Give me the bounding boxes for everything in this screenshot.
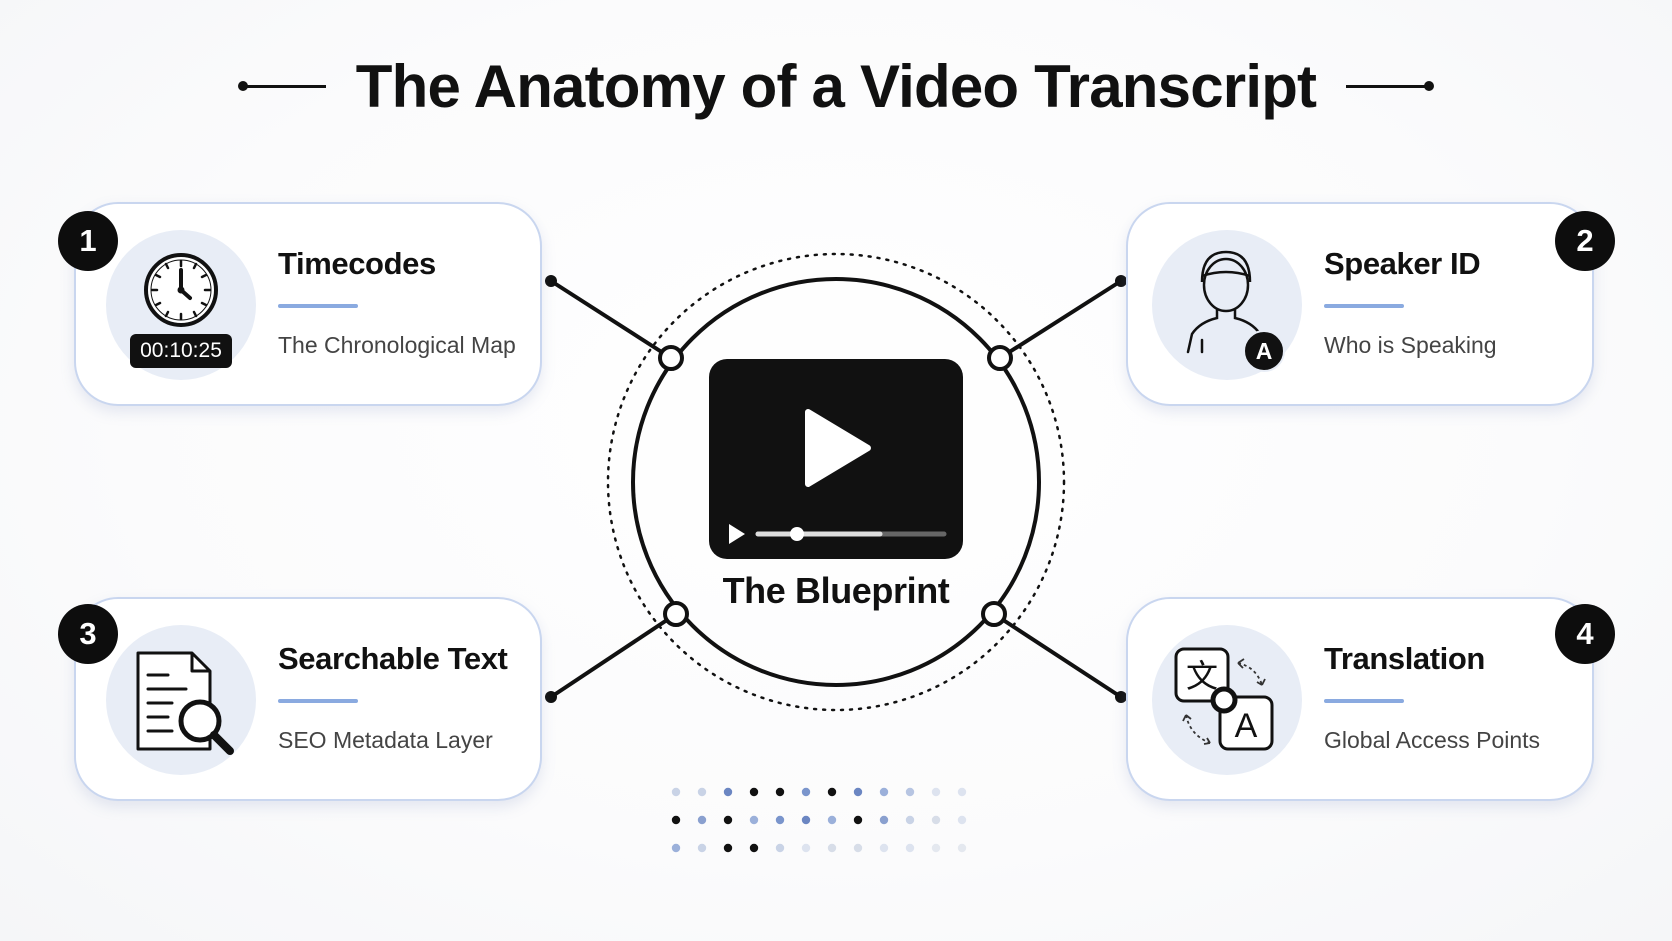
- decorative-dot: [905, 815, 915, 825]
- step-badge-2: 2: [1555, 211, 1615, 271]
- decorative-dot: [957, 815, 967, 825]
- title-rule-right: [1346, 81, 1435, 91]
- decorative-dot: [905, 843, 915, 853]
- hub-ring: [631, 277, 1041, 687]
- decorative-dot: [879, 787, 889, 797]
- card-searchable-text: Searchable Text SEO Metadata Layer: [74, 597, 542, 801]
- card-title-speaker-id: Speaker ID: [1324, 246, 1481, 281]
- title-row: The Anatomy of a Video Transcript: [0, 46, 1672, 126]
- translate-source-glyph: 文: [1186, 657, 1218, 695]
- connector-end-4: [1115, 691, 1127, 703]
- step-badge-3: 3: [58, 604, 118, 664]
- decorative-dot: [853, 843, 863, 853]
- decorative-dot: [827, 815, 837, 825]
- searchable-icon-circle: [106, 625, 256, 775]
- decorative-dot: [879, 815, 889, 825]
- video-player-icon: [709, 359, 963, 559]
- card-accent-bar: [1324, 699, 1404, 703]
- card-title-searchable-text: Searchable Text: [278, 641, 508, 676]
- decorative-dot: [957, 843, 967, 853]
- card-title-timecodes: Timecodes: [278, 246, 436, 281]
- decorative-dot: [749, 787, 759, 797]
- decorative-dot: [749, 843, 759, 853]
- translate-target-glyph: A: [1235, 707, 1258, 745]
- decorative-dot: [671, 787, 681, 797]
- card-accent-bar: [278, 304, 358, 308]
- hub-node-3: [663, 601, 689, 627]
- step-badge-4: 4: [1555, 604, 1615, 664]
- decorative-dot: [697, 843, 707, 853]
- card-timecodes: 00:10:25 Timecodes The Chronological Map: [74, 202, 542, 406]
- connector-end-2: [1115, 275, 1127, 287]
- card-title-translation: Translation: [1324, 641, 1485, 676]
- decorative-dot: [671, 815, 681, 825]
- card-subtitle-translation: Global Access Points: [1324, 727, 1541, 753]
- timecodes-icon-circle: 00:10:25: [106, 230, 256, 380]
- decorative-dot: [931, 787, 941, 797]
- decorative-dot: [775, 843, 785, 853]
- decorative-dot: [697, 815, 707, 825]
- decorative-dot: [853, 787, 863, 797]
- title-rule-left: [237, 81, 326, 91]
- connector-line-3: [549, 612, 678, 699]
- speaker-icon-circle: A: [1152, 230, 1302, 380]
- card-subtitle-speaker-id: Who is Speaking: [1324, 332, 1497, 358]
- page-title: The Anatomy of a Video Transcript: [355, 52, 1317, 120]
- decorative-dot: [827, 787, 837, 797]
- connector-line-2: [998, 279, 1123, 360]
- connector-end-3: [545, 691, 557, 703]
- decorative-dot: [749, 815, 759, 825]
- decorative-dot: [905, 787, 915, 797]
- clock-icon: [144, 253, 218, 327]
- decorative-dot: [723, 843, 733, 853]
- connector-line-1: [549, 279, 673, 360]
- card-subtitle-searchable-text: SEO Metadata Layer: [278, 727, 493, 753]
- document-search-icon: [136, 651, 234, 755]
- card-subtitle-timecodes: The Chronological Map: [278, 332, 516, 358]
- decorative-dot: [801, 843, 811, 853]
- timecode-readout: 00:10:25: [130, 334, 232, 368]
- decorative-dot: [931, 843, 941, 853]
- outer-dotted-ring: [606, 252, 1066, 712]
- decorative-dot: [879, 843, 889, 853]
- decorative-dot: [697, 787, 707, 797]
- decorative-dot: [801, 815, 811, 825]
- connector-line-4: [992, 612, 1123, 699]
- connector-end-1: [545, 275, 557, 287]
- decorative-dot: [775, 815, 785, 825]
- decorative-dot: [671, 843, 681, 853]
- card-accent-bar: [278, 699, 358, 703]
- decorative-dot: [775, 787, 785, 797]
- decorative-dot: [723, 815, 733, 825]
- step-badge-1: 1: [58, 211, 118, 271]
- hub-node-1: [658, 345, 684, 371]
- translate-icon: 文 A: [1174, 647, 1274, 751]
- card-accent-bar: [1324, 304, 1404, 308]
- decorative-dot-grid: [671, 787, 967, 853]
- translation-icon-circle: 文 A: [1152, 625, 1302, 775]
- decorative-dot: [957, 787, 967, 797]
- decorative-dot: [853, 815, 863, 825]
- hub-label: The Blueprint: [722, 570, 950, 611]
- decorative-dot: [801, 787, 811, 797]
- person-icon: [1186, 250, 1264, 354]
- card-translation: 文 A Translation Global Access Points: [1126, 597, 1594, 801]
- hub-node-4: [981, 601, 1007, 627]
- decorative-dot: [931, 815, 941, 825]
- card-speaker-id: A Speaker ID Who is Speaking: [1126, 202, 1594, 406]
- speaker-label-badge: A: [1243, 330, 1285, 372]
- decorative-dot: [723, 787, 733, 797]
- decorative-dot: [827, 843, 837, 853]
- hub-node-2: [987, 345, 1013, 371]
